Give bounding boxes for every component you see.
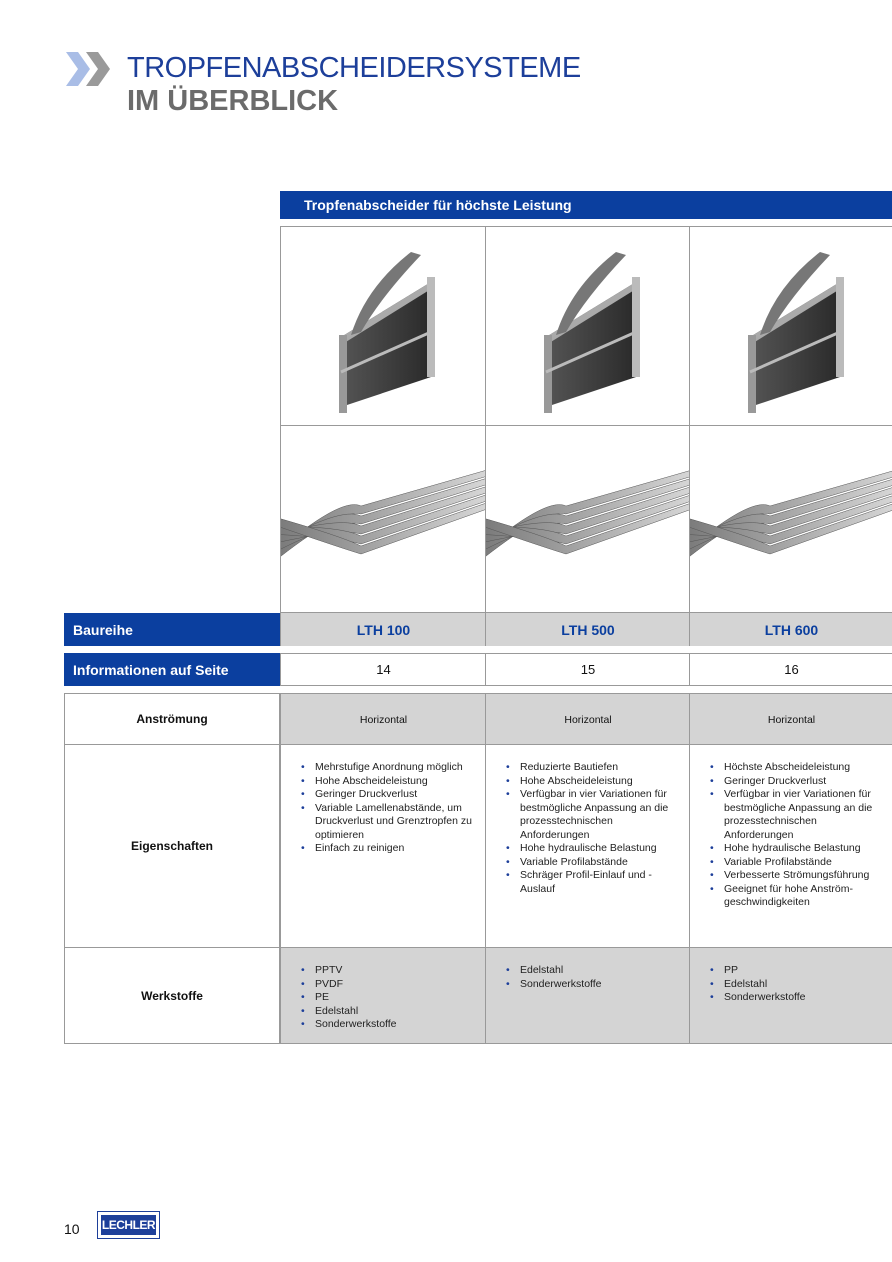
double-chevron-icon	[66, 52, 110, 86]
feature-item: Geringer Druckverlust	[710, 775, 882, 789]
product-photo-0	[280, 226, 486, 426]
label-eigenschaften: Eigenschaften	[64, 744, 280, 948]
lechler-logo: LECHLER	[97, 1211, 160, 1239]
eigenschaften-cell: Mehrstufige Anordnung möglichHohe Absche…	[280, 744, 486, 948]
material-item: Edelstahl	[301, 1005, 475, 1019]
werkstoffe-cell: EdelstahlSonderwerkstoffe	[485, 947, 690, 1044]
profile-photo-2	[689, 425, 892, 613]
material-item: Sonderwerkstoffe	[301, 1018, 475, 1032]
series-name: LTH 600	[689, 613, 892, 646]
feature-item: Höchste Abscheideleistung	[710, 761, 882, 775]
product-photo-2	[689, 226, 892, 426]
material-item: PP	[710, 964, 882, 978]
feature-item: Einfach zu reinigen	[301, 842, 475, 856]
material-item: PE	[301, 991, 475, 1005]
series-name: LTH 500	[485, 613, 690, 646]
material-item: Sonderwerkstoffe	[506, 978, 679, 992]
category-band: Tropfenabscheider für höchste Leistung	[280, 191, 892, 219]
feature-item: Geeignet für hohe Anström-geschwindigkei…	[710, 883, 882, 910]
feature-item: Variable Lamellenabstände, um Druckverlu…	[301, 802, 475, 843]
feature-item: Variable Profilabstände	[710, 856, 882, 870]
feature-item: Verfügbar in vier Variationen für bestmö…	[506, 788, 679, 842]
material-item: Sonderwerkstoffe	[710, 991, 882, 1005]
series-name: LTH 100	[280, 613, 486, 646]
feature-item: Mehrstufige Anordnung möglich	[301, 761, 475, 775]
material-item: PPTV	[301, 964, 475, 978]
page-number: 10	[64, 1221, 80, 1237]
eigenschaften-cell: Reduzierte BautiefenHohe Abscheideleistu…	[485, 744, 690, 948]
material-item: PVDF	[301, 978, 475, 992]
profile-photo-1	[485, 425, 690, 613]
feature-item: Hohe Abscheideleistung	[506, 775, 679, 789]
profile-photo-0	[280, 425, 486, 613]
feature-item: Reduzierte Bautiefen	[506, 761, 679, 775]
label-baureihe: Baureihe	[64, 613, 280, 646]
feature-item: Schräger Profil-Einlauf und -Auslauf	[506, 869, 679, 896]
anstroemung-value: Horizontal	[485, 693, 690, 745]
feature-item: Hohe Abscheideleistung	[301, 775, 475, 789]
page-ref: 15	[485, 653, 690, 686]
product-photo-1	[485, 226, 690, 426]
werkstoffe-cell: PPEdelstahlSonderwerkstoffe	[689, 947, 892, 1044]
page-subtitle: IM ÜBERBLICK	[127, 85, 339, 117]
page-ref: 14	[280, 653, 486, 686]
werkstoffe-cell: PPTVPVDFPEEdelstahlSonderwerkstoffe	[280, 947, 486, 1044]
label-werkstoffe: Werkstoffe	[64, 947, 280, 1044]
anstroemung-value: Horizontal	[689, 693, 892, 745]
material-item: Edelstahl	[506, 964, 679, 978]
page-title: TROPFENABSCHEIDERSYSTEME	[127, 52, 581, 84]
anstroemung-value: Horizontal	[280, 693, 486, 745]
feature-item: Variable Profilabstände	[506, 856, 679, 870]
feature-item: Hohe hydraulische Belastung	[506, 842, 679, 856]
feature-item: Geringer Druckverlust	[301, 788, 475, 802]
eigenschaften-cell: Höchste AbscheideleistungGeringer Druckv…	[689, 744, 892, 948]
material-item: Edelstahl	[710, 978, 882, 992]
feature-item: Hohe hydraulische Belastung	[710, 842, 882, 856]
feature-item: Verfügbar in vier Variationen für bestmö…	[710, 788, 882, 842]
feature-item: Verbesserte Strömungsführung	[710, 869, 882, 883]
label-anstroemung: Anströmung	[64, 693, 280, 745]
label-info: Informationen auf Seite	[64, 653, 280, 686]
page-ref: 16	[689, 653, 892, 686]
